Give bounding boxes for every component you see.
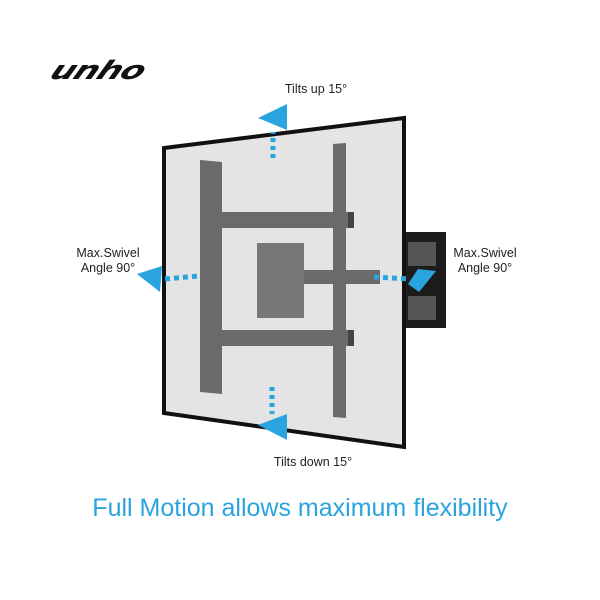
- wall-plate-clamp-bottom: [408, 296, 436, 320]
- arrows: [137, 104, 436, 440]
- swivel-left-label: Max.Swivel Angle 90°: [58, 246, 158, 276]
- swivel-left-arrow-icon: [137, 266, 199, 292]
- swivel-right-line1: Max.Swivel: [453, 246, 517, 260]
- tilt-down-arrow-icon: [258, 387, 287, 440]
- mount-bracket: [200, 143, 380, 418]
- swivel-right-line2: Angle 90°: [457, 261, 513, 275]
- swivel-left-line1: Max.Swivel: [76, 246, 140, 260]
- tilt-down-label: Tilts down 15°: [273, 455, 353, 469]
- swivel-right-arrow-icon: [373, 269, 436, 292]
- tilt-up-label: Tilts up 15°: [284, 82, 348, 96]
- swivel-right-label: Max.Swivel Angle 90°: [435, 246, 535, 276]
- wall-plate-clamp-top: [408, 242, 436, 266]
- tagline: Full Motion allows maximum flexibility: [92, 494, 508, 522]
- tilt-up-arrow-icon: [258, 104, 287, 158]
- swivel-left-line2: Angle 90°: [80, 261, 136, 275]
